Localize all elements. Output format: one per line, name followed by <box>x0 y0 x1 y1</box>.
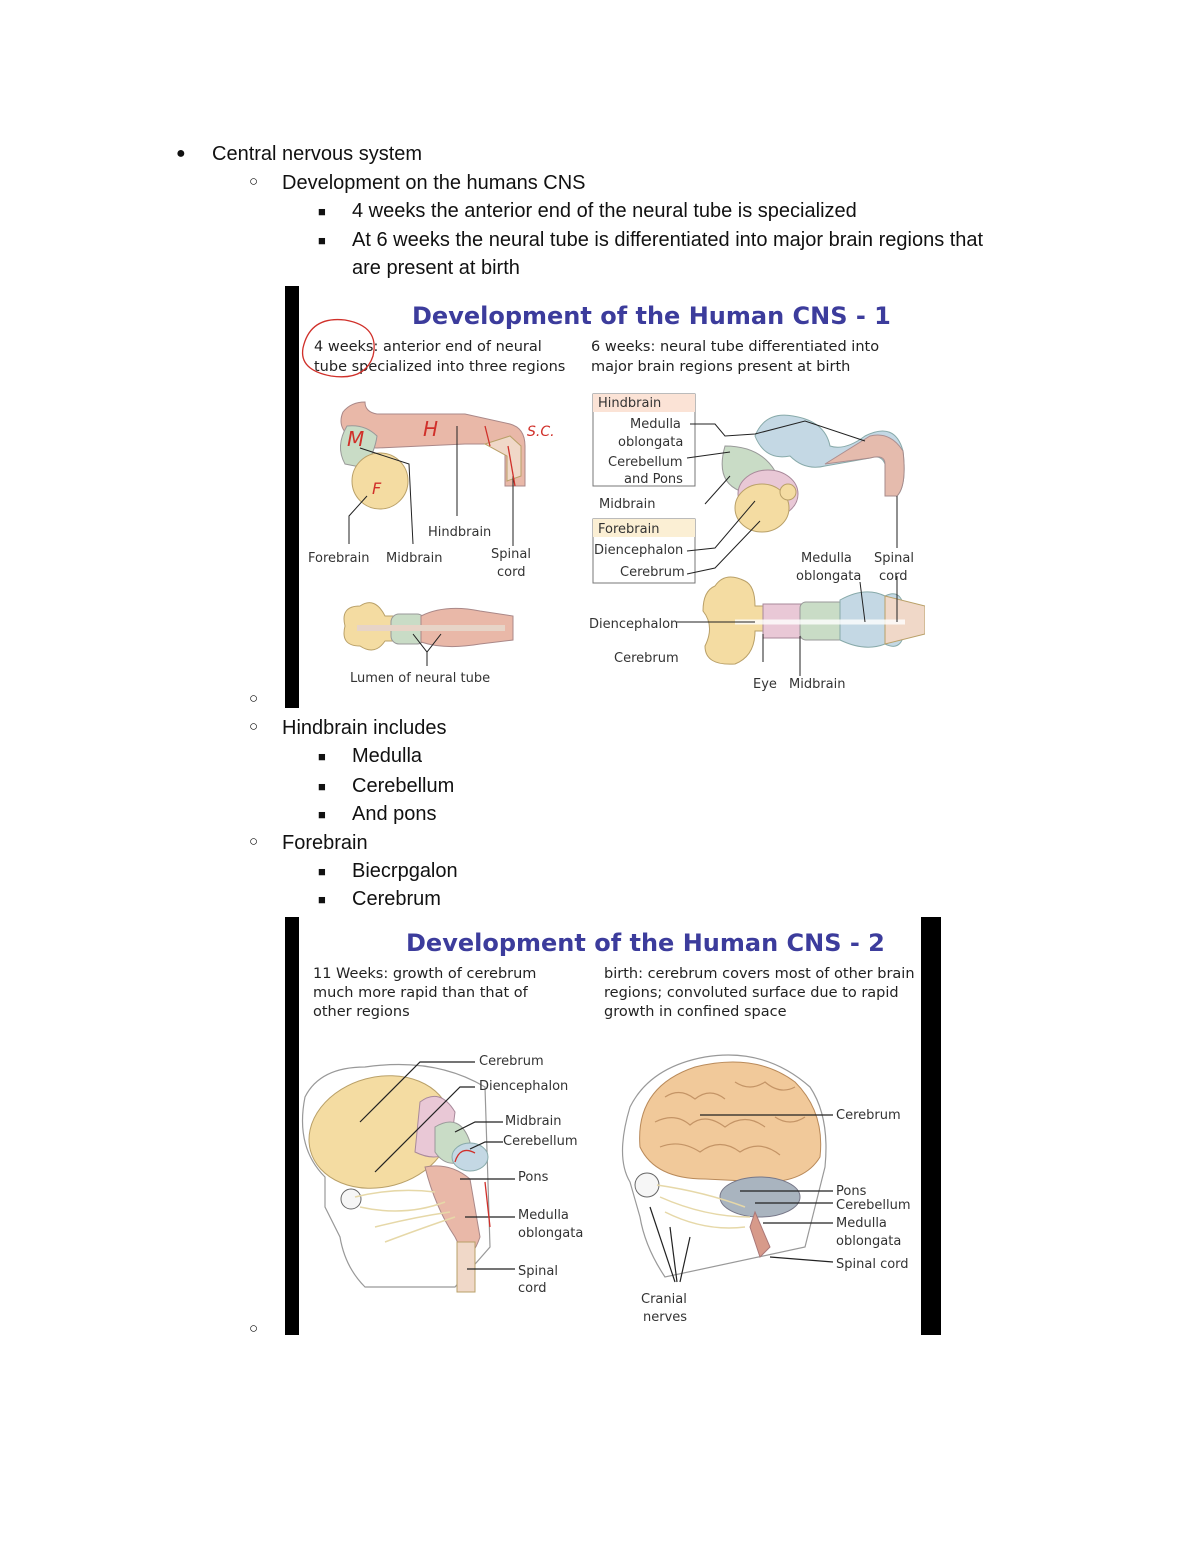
bullet-level3: ■ <box>318 779 326 794</box>
label-spinal-cord-birth: Spinal cord <box>836 1257 909 1272</box>
outline-forebrain: Forebrain <box>282 832 368 854</box>
label-cord-6wk: cord <box>879 569 907 584</box>
label-spinal-6wk: Spinal <box>874 551 914 566</box>
outline-hindbrain-medulla: Medulla <box>352 745 423 767</box>
annot-sc: S.C. <box>527 424 555 440</box>
red-handwritten-annotations <box>301 318 516 487</box>
bullet-level3: ■ <box>318 807 326 822</box>
outline-development: Development on the humans CNS <box>282 172 586 194</box>
figure2-left-caption-2: much more rapid than that of <box>313 985 529 1001</box>
label-pons-birth: Pons <box>836 1184 867 1199</box>
label-cerebellum: Cerebellum <box>608 455 683 470</box>
label-midbrain-lumen: Midbrain <box>789 677 846 692</box>
label-cerebrum-birth: Cerebrum <box>836 1108 901 1123</box>
birth-head <box>621 1054 827 1278</box>
figure1-left-caption-1: 4 weeks: anterior end of neural <box>314 339 542 355</box>
figure-left-border <box>285 917 299 1335</box>
label-lumen: Lumen of neural tube <box>350 671 490 686</box>
bullet-level2: ○ <box>249 1320 259 1337</box>
annot-m: M <box>347 427 364 451</box>
figure1-left-caption-2: tube specialized into three regions <box>314 359 565 375</box>
outline-six-weeks-cont: are present at birth <box>352 257 520 279</box>
bullet-level3: ■ <box>318 864 326 879</box>
outline-forebrain-cerebrum: Cerebrum <box>352 888 441 910</box>
annot-f: F <box>372 479 382 498</box>
label-cerebellum-11wk: Cerebellum <box>503 1134 578 1149</box>
outline-four-weeks: 4 weeks the anterior end of the neural t… <box>352 200 857 222</box>
six-week-brain <box>721 414 905 533</box>
label-pons-11wk: Pons <box>518 1170 549 1185</box>
label-box-forebrain: Forebrain <box>598 522 659 537</box>
hindbrain-box-header <box>593 394 695 412</box>
label-medulla-birth: Medulla <box>836 1216 887 1231</box>
label-cerebrum: Cerebrum <box>620 565 685 580</box>
label-spinal-4wk: Spinal <box>491 547 531 562</box>
label-nerves: nerves <box>643 1310 687 1325</box>
label-diencephalon: Diencephalon <box>594 543 683 558</box>
label-diencephalon-11wk: Diencephalon <box>479 1079 568 1094</box>
figure-left-border <box>285 286 299 708</box>
label-cerebellum-birth: Cerebellum <box>836 1198 911 1213</box>
label-and-pons: and Pons <box>624 472 683 487</box>
bullet-level3: ■ <box>318 233 326 248</box>
figure1-right-caption-1: 6 weeks: neural tube differentiated into <box>591 339 879 355</box>
eleven-week-head <box>302 1063 491 1293</box>
figure-cns-development-1: Development of the Human CNS - 1 4 weeks… <box>285 286 925 708</box>
figure2-left-caption-3: other regions <box>313 1004 410 1020</box>
outline-forebrain-diencephalon: Biecrpgalon <box>352 860 458 882</box>
label-midbrain-4wk: Midbrain <box>386 551 443 566</box>
figure2-title: Development of the Human CNS - 2 <box>406 929 885 957</box>
label-oblongata: oblongata <box>618 435 683 450</box>
bullet-level3: ■ <box>318 204 326 219</box>
label-cranial: Cranial <box>641 1292 687 1307</box>
label-midbrain-11wk: Midbrain <box>505 1114 562 1129</box>
red-handwritten-annotations <box>454 1149 491 1228</box>
label-oblongata-birth: oblongata <box>836 1234 901 1249</box>
label-diencephalon-lumen: Diencephalon <box>589 617 678 632</box>
outline-hindbrain-includes: Hindbrain includes <box>282 717 447 739</box>
figure2-right-caption-2: regions; convoluted surface due to rapid <box>604 985 899 1001</box>
bullet-level3: ■ <box>318 892 326 907</box>
bullet-level3: ■ <box>318 749 326 764</box>
figure-cns-development-2: Development of the Human CNS - 2 11 Week… <box>285 917 941 1335</box>
label-cerebrum-11wk: Cerebrum <box>479 1054 544 1069</box>
six-week-lumen-section <box>702 576 925 665</box>
forebrain-box-header <box>593 519 695 537</box>
label-medulla-6wk: Medulla <box>801 551 852 566</box>
figure-right-border <box>921 917 941 1335</box>
figure2-left-caption-1: 11 Weeks: growth of cerebrum <box>313 966 536 982</box>
label-medulla-11wk: Medulla <box>518 1208 569 1223</box>
figure1-right-caption-2: major brain regions present at birth <box>591 359 850 375</box>
label-cerebrum-lumen: Cerebrum <box>614 651 679 666</box>
four-week-lumen-section <box>343 602 514 651</box>
annot-h: H <box>423 417 438 441</box>
outline-hindbrain-cerebellum: Cerebellum <box>352 775 455 797</box>
bullet-level2: ○ <box>249 690 259 707</box>
label-spinal-11wk: Spinal <box>518 1264 558 1279</box>
figure2-right-caption-3: growth in confined space <box>604 1004 787 1020</box>
label-oblongata-11wk: oblongata <box>518 1226 583 1241</box>
label-cord-11wk: cord <box>518 1281 546 1296</box>
bullet-level2: ○ <box>249 173 259 190</box>
outline-hindbrain-pons: And pons <box>352 803 437 825</box>
label-eye: Eye <box>753 677 777 692</box>
bullet-level1: ● <box>176 145 186 162</box>
outline-six-weeks: At 6 weeks the neural tube is differenti… <box>352 229 984 251</box>
bullet-level2: ○ <box>249 718 259 735</box>
label-midbrain-6wk: Midbrain <box>599 497 656 512</box>
figure1-title: Development of the Human CNS - 1 <box>412 302 891 330</box>
label-forebrain-4wk: Forebrain <box>308 551 369 566</box>
label-cord-4wk: cord <box>497 565 525 580</box>
label-hindbrain-4wk: Hindbrain <box>428 525 491 540</box>
outline-central-nervous-system: Central nervous system <box>212 143 423 165</box>
bullet-level2: ○ <box>249 833 259 850</box>
label-medulla: Medulla <box>630 417 681 432</box>
figure2-right-caption-1: birth: cerebrum covers most of other bra… <box>604 966 915 982</box>
label-box-hindbrain: Hindbrain <box>598 396 661 411</box>
label-oblongata-6wk: oblongata <box>796 569 861 584</box>
